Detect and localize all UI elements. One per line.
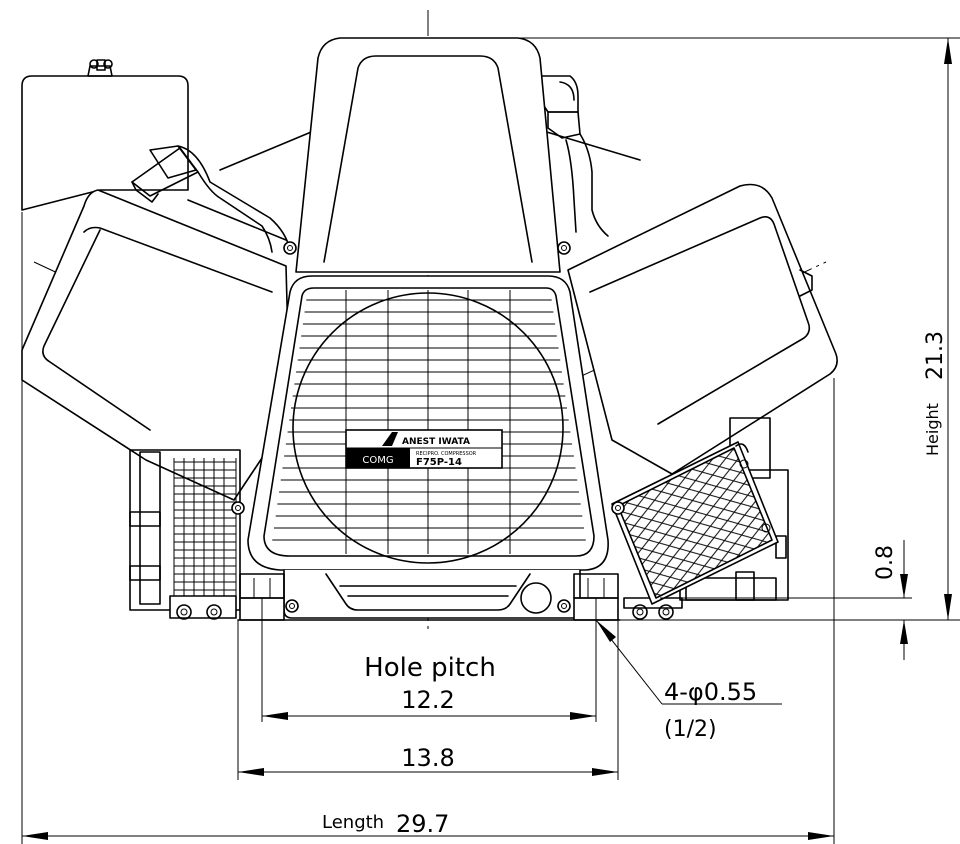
base-width-value: 13.8 — [401, 744, 454, 772]
nameplate: ANEST IWATA COMG RECIPRO. COMPRESSOR F75… — [345, 429, 503, 469]
extension-lines — [21, 37, 960, 844]
nameplate-brand: ANEST IWATA — [402, 437, 470, 447]
height-label: Height — [923, 403, 942, 456]
base — [237, 569, 621, 621]
hole-spec: 4-φ0.55 — [664, 678, 757, 706]
left-finned-block — [129, 449, 241, 620]
brand-logo-icon — [382, 432, 398, 446]
dimension-text: Height 21.3 0.8 Hole pitch 12.2 13.8 4-φ… — [322, 331, 948, 838]
hole-spec-sub: (1/2) — [664, 717, 717, 742]
height-value: 21.3 — [923, 331, 948, 380]
oil-tank — [21, 59, 189, 211]
length-label: Length — [322, 812, 384, 833]
right-cylinder — [567, 183, 838, 475]
left-cylinder — [21, 189, 291, 501]
center-cylinder — [283, 37, 571, 273]
length-value: 29.7 — [396, 810, 449, 838]
nameplate-series: COMG — [362, 455, 393, 466]
hole-pitch-label: Hole pitch — [364, 653, 496, 683]
dimension-lines — [22, 38, 952, 840]
fan-guard — [231, 275, 625, 571]
nameplate-subtitle: RECIPRO. COMPRESSOR — [416, 451, 477, 457]
elbow-pipe-left — [131, 145, 291, 253]
elbow-pipe-right — [539, 75, 609, 237]
base-offset-value: 0.8 — [873, 545, 898, 580]
nameplate-model: F75P-14 — [416, 457, 462, 468]
back-frame — [187, 129, 641, 241]
hole-pitch-value: 12.2 — [401, 686, 454, 714]
